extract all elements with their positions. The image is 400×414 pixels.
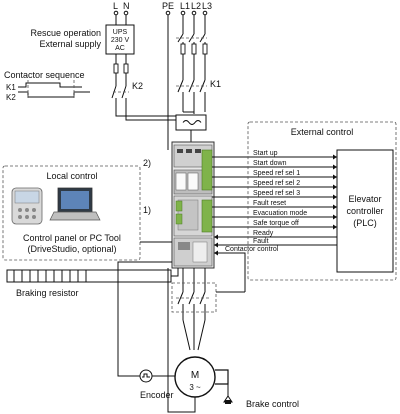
ups-box: UPS 230 V AC	[105, 24, 135, 55]
sequence-markers	[27, 80, 75, 99]
terminal-dot	[191, 10, 197, 16]
signal-labels: Start up Start down Speed ref sel 1 Spee…	[225, 150, 307, 253]
local-control-title: Local control	[46, 171, 97, 181]
encoder-symbol: Encoder	[139, 369, 175, 400]
terminal-dot	[165, 10, 171, 16]
line-filter	[175, 114, 207, 131]
local-control-group: Local control Control panel or PC Tool (…	[2, 165, 141, 261]
k1-waveform	[18, 82, 82, 88]
motor-feed-lines	[182, 319, 206, 351]
drive-unit	[171, 141, 215, 269]
braking-resistor: Braking resistor	[6, 269, 172, 298]
terminal-dot	[113, 10, 119, 16]
signal-start-down: Start down	[253, 160, 287, 167]
signal-fault: Fault	[253, 238, 269, 245]
brake-symbol: Brake control	[223, 377, 299, 409]
terminal-pe: PE	[162, 1, 174, 11]
ups-voltage: 230 V	[111, 37, 130, 44]
brake-control-label: Brake control	[246, 399, 299, 409]
signal-evacuation-mode: Evacuation mode	[253, 210, 307, 217]
drive-output-lines	[182, 268, 206, 292]
k2-contactor: K2	[111, 81, 143, 110]
k2-waveform	[18, 91, 90, 98]
rescue-operation-label: Rescue operation	[30, 28, 101, 38]
terminal-block-upper	[201, 149, 213, 191]
marker-1: 1)	[143, 205, 151, 215]
local-control-caption-2: (DriveStudio, optional)	[27, 244, 116, 254]
main-fuses	[176, 15, 208, 80]
encoder-label: Encoder	[140, 390, 174, 400]
signal-start-up: Start up	[253, 150, 278, 157]
marker-2: 2)	[143, 158, 151, 168]
resistor-to-drive	[171, 268, 179, 277]
k1-contactor-label: K1	[210, 79, 221, 89]
terminal-l2: L2	[191, 1, 201, 11]
laptop-icon	[49, 187, 101, 221]
terminal-l: L	[113, 1, 118, 11]
signal-wires	[212, 154, 337, 292]
local-control-caption-1: Control panel or PC Tool	[23, 233, 121, 243]
signal-safe-torque-off: Safe torque off	[253, 220, 299, 227]
encoder-cable	[117, 261, 172, 377]
supply-terminals: L N PE L1 L2 L3	[113, 1, 212, 16]
terminal-n: N	[123, 1, 130, 11]
signal-contactor-control: Contactor control	[225, 246, 279, 253]
external-control-group: External control Elevator controller (PL…	[247, 121, 397, 281]
terminal-block-lower	[201, 199, 213, 233]
motor-phase: 3 ~	[189, 383, 201, 392]
terminal-dot	[123, 10, 129, 16]
control-panel-icon	[11, 187, 43, 225]
ups-ac: AC	[115, 45, 125, 52]
motor-contactor	[171, 282, 217, 320]
sequence-k2-label: K2	[6, 93, 16, 102]
terminal-l1: L1	[180, 1, 190, 11]
contactor-sequence: Contactor sequence K1 K2	[4, 70, 90, 102]
signal-speed-ref-sel-1: Speed ref sel 1	[253, 170, 300, 177]
plc-box	[336, 149, 394, 273]
ups-wires	[115, 15, 127, 64]
terminal-dot	[180, 10, 186, 16]
k2-contactor-label: K2	[132, 81, 143, 91]
signal-ready: Ready	[253, 230, 274, 237]
signal-fault-reset: Fault reset	[253, 200, 286, 207]
plc-label-3: (PLC)	[353, 218, 377, 228]
ups-to-drive-lines	[115, 110, 191, 121]
external-supply-label: External supply	[39, 39, 101, 49]
plc-label-1: Elevator	[348, 194, 381, 204]
signal-speed-ref-sel-3: Speed ref sel 3	[253, 190, 300, 197]
line-merge	[183, 111, 195, 114]
plc-label-2: controller	[346, 206, 383, 216]
motor: M 3 ~	[174, 356, 229, 398]
k1-contactor: K1	[176, 79, 221, 112]
sequence-k1-label: K1	[6, 83, 16, 92]
external-control-title: External control	[291, 127, 354, 137]
fuse-pair-ups	[113, 63, 129, 74]
ups-lines	[115, 73, 127, 86]
motor-label: M	[191, 370, 199, 381]
terminal-dot	[202, 10, 208, 16]
signal-speed-ref-sel-2: Speed ref sel 2	[253, 180, 300, 187]
braking-resistor-label: Braking resistor	[16, 288, 79, 298]
terminal-l3: L3	[202, 1, 212, 11]
ups-label: UPS	[113, 29, 128, 36]
pe-to-motor	[167, 142, 196, 413]
contactor-sequence-title: Contactor sequence	[4, 70, 85, 80]
